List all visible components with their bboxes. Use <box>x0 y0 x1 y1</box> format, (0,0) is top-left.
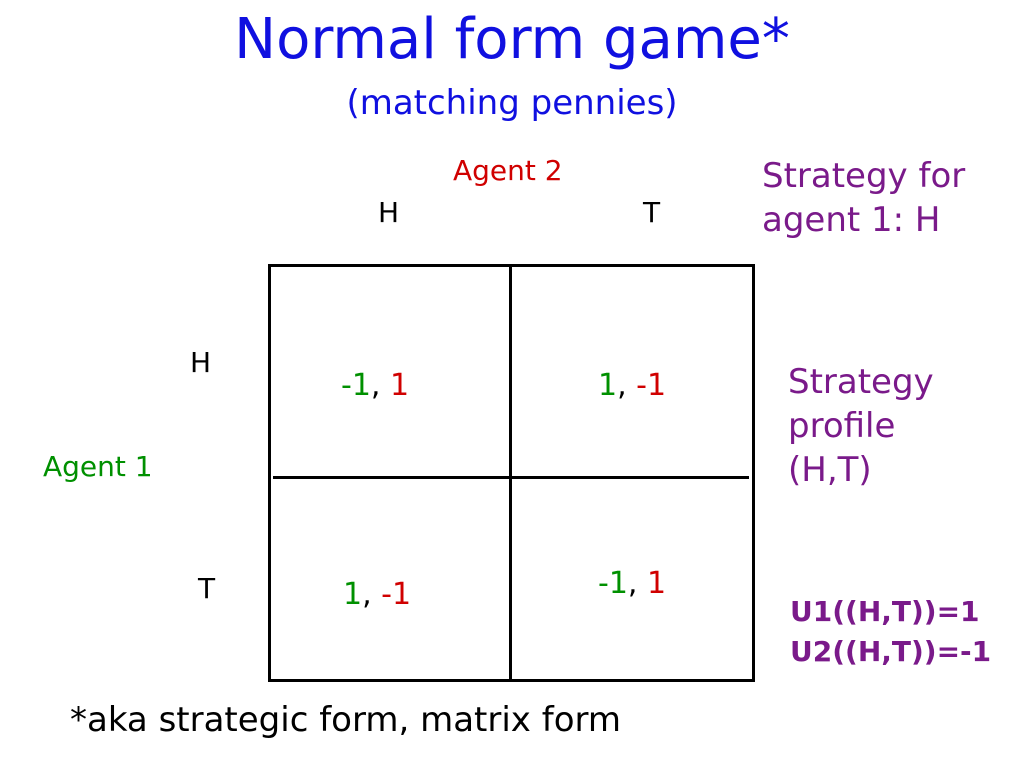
slide-title: Normal form game* <box>234 7 790 72</box>
strategy-profile-note: Strategy profile (H,T) <box>788 362 934 490</box>
footnote: *aka strategic form, matrix form <box>70 700 622 740</box>
slide-subtitle: (matching pennies) <box>346 83 678 123</box>
row-header-t: T <box>198 572 216 605</box>
payoff-separator: , <box>362 577 382 612</box>
row-header-h: H <box>190 346 212 379</box>
payoff-agent1: -1 <box>341 368 371 403</box>
agent2-label: Agent 2 <box>453 154 563 187</box>
agent1-label: Agent 1 <box>43 450 153 483</box>
payoff-agent1: 1 <box>598 368 618 403</box>
matrix-vertical-divider <box>509 266 512 680</box>
payoff-agent2: 1 <box>390 368 410 403</box>
payoff-cell-ht: 1, -1 <box>598 366 666 406</box>
utility-values: U1((H,T))=1 U2((H,T))=-1 <box>790 592 991 672</box>
utility-agent1: U1((H,T))=1 <box>790 595 980 628</box>
column-header-h: H <box>378 196 400 229</box>
payoff-agent2: 1 <box>647 566 667 601</box>
payoff-agent2: -1 <box>381 577 412 612</box>
payoff-cell-th: 1, -1 <box>343 575 411 615</box>
column-header-t: T <box>643 196 661 229</box>
matrix-horizontal-divider <box>273 476 749 479</box>
payoff-separator: , <box>617 368 637 403</box>
payoff-agent2: -1 <box>636 368 667 403</box>
payoff-matrix <box>268 264 755 682</box>
strategy-for-agent1-note: Strategy for agent 1: H <box>762 156 966 240</box>
payoff-separator: , <box>370 368 390 403</box>
payoff-cell-hh: -1, 1 <box>341 366 409 406</box>
payoff-separator: , <box>627 566 647 601</box>
payoff-agent1: -1 <box>598 566 628 601</box>
payoff-cell-tt: -1, 1 <box>598 564 666 604</box>
payoff-agent1: 1 <box>343 577 363 612</box>
utility-agent2: U2((H,T))=-1 <box>790 635 992 668</box>
